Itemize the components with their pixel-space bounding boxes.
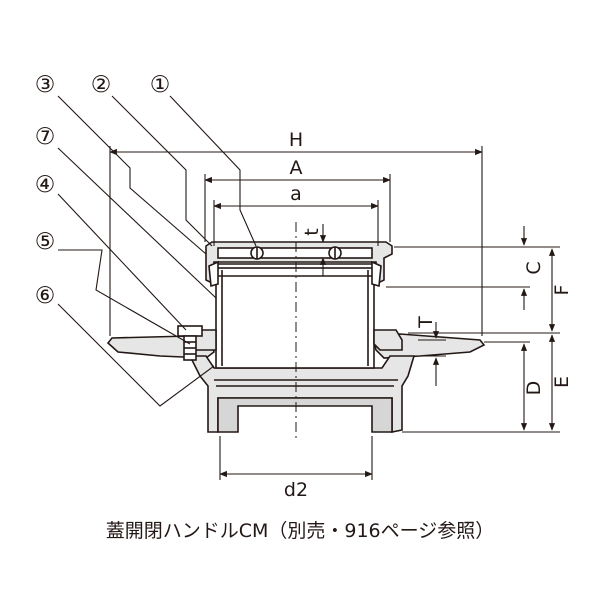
- part-label-7: ⑦: [35, 124, 56, 150]
- dim-label-A: A: [290, 157, 303, 179]
- dim-label-H: H: [289, 129, 303, 151]
- part-label-1: ①: [150, 72, 171, 98]
- dim-label-d2: d2: [284, 479, 308, 501]
- dim-label-a: a: [290, 183, 302, 205]
- part-label-4: ④: [35, 172, 56, 198]
- dim-label-D: D: [523, 381, 545, 396]
- dim-label-t: t: [301, 228, 323, 235]
- inner-trap: [189, 267, 403, 369]
- dim-label-E: E: [551, 376, 573, 388]
- part-label-6: ⑥: [35, 283, 56, 309]
- grating-frame: [205, 241, 393, 288]
- dimension-lines: [109, 146, 560, 480]
- part-label-5: ⑤: [35, 229, 56, 255]
- dim-label-C: C: [523, 261, 545, 274]
- part-label-3: ③: [35, 72, 56, 98]
- part-label-2: ②: [91, 72, 112, 98]
- dim-label-T: T: [415, 316, 437, 329]
- caption: 蓋開閉ハンドルCM（別売・916ページ参照）: [105, 520, 495, 542]
- leader-lines: [57, 95, 257, 407]
- dim-label-F: F: [551, 285, 573, 296]
